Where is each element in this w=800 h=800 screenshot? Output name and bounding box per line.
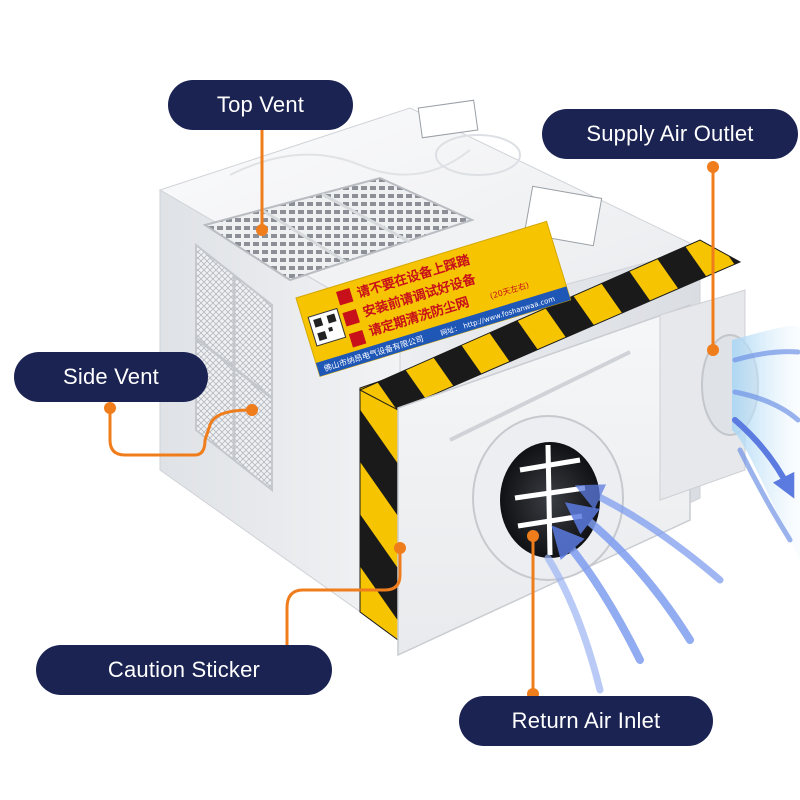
caution-stripe-top	[358, 239, 742, 411]
warning-sticker: 请不要在设备上踩踏 安装前请调试好设备 请定期清洗防尘网 (20天左右) 佛山市…	[295, 220, 572, 378]
callout-return-air-inlet: Return Air Inlet	[459, 696, 713, 746]
callout-top-vent: Top Vent	[168, 80, 353, 130]
top-face-decoration	[229, 149, 471, 176]
leader-caution	[285, 548, 402, 660]
top-vent-grille	[202, 176, 475, 282]
callout-side-vent: Side Vent	[14, 352, 208, 402]
qr-code-icon	[307, 307, 347, 347]
supply-airflow	[732, 325, 800, 560]
return-airflow	[544, 484, 724, 694]
callout-supply-air-outlet: Supply Air Outlet	[542, 109, 798, 159]
leader-side-vent	[108, 408, 251, 457]
spec-label-top	[417, 99, 479, 139]
callout-caution-sticker: Caution Sticker	[36, 645, 332, 695]
leader-lines	[108, 124, 715, 694]
caution-stripe-left	[359, 374, 399, 641]
